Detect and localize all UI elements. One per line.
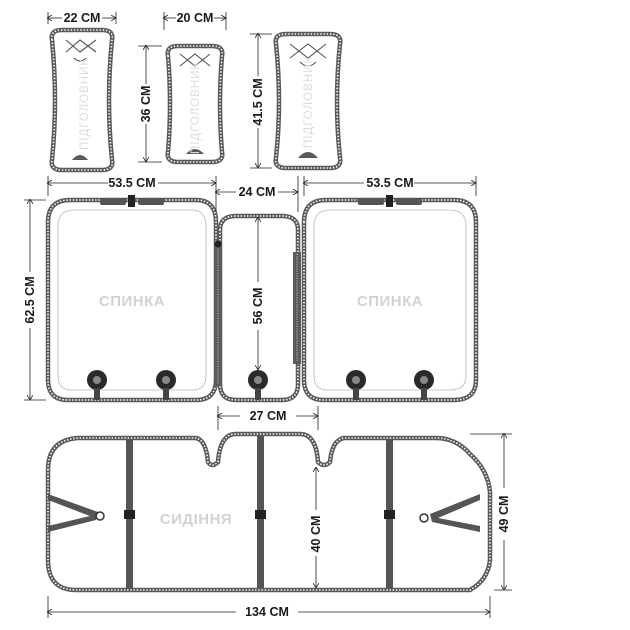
seat-hook-right — [430, 494, 480, 532]
seat-dimensions: 27 CM 134 CM 40 CM 49 CM — [48, 406, 512, 619]
headrest-dimensions: 22 CM 20 CM 36 CM 41.5 CM — [48, 11, 272, 168]
seat-height: 49 CM — [497, 496, 511, 533]
backrest-zipper-right — [293, 252, 301, 364]
backrest-zipper-left — [214, 244, 222, 386]
seat-label: СИДІННЯ — [160, 511, 232, 528]
headrest-right-label: ПІДГОЛОВНИК — [303, 56, 315, 148]
headrest-right: ПІДГОЛОВНИК — [273, 31, 343, 171]
backrest-right-mount-1 — [346, 370, 366, 400]
headrest-middle-label: ПІДГОЛОВНИК — [190, 62, 202, 154]
backrest-middle-mount — [248, 370, 268, 400]
seat-hook-left — [48, 494, 98, 532]
backrest-dimensions: 53.5 CM 24 CM 53.5 CM 62.5 CM 56 CM — [23, 176, 476, 400]
backrest-left-label: СПИНКА — [99, 293, 165, 310]
headrest-right-height: 41.5 CM — [251, 78, 265, 125]
backrest-left-panel: СПИНКА — [45, 195, 219, 403]
backrest-right-panel: СПИНКА — [301, 195, 479, 403]
backrest-right-mount-2 — [414, 370, 434, 400]
seat-inner-height: 40 CM — [309, 516, 323, 553]
headrest-middle-lace — [179, 53, 211, 67]
seat-width: 134 CM — [245, 605, 289, 619]
headrest-left: ПІДГОЛОВНИК — [49, 27, 115, 173]
headrest-left-lace — [65, 39, 97, 62]
seat-tab-width: 27 CM — [250, 409, 287, 423]
backrest-right-width: 53.5 CM — [366, 176, 413, 190]
headrest-right-lace — [289, 43, 327, 67]
headrest-middle-width: 20 CM — [177, 11, 214, 25]
backrest-left-width: 53.5 CM — [108, 176, 155, 190]
headrest-middle: ПІДГОЛОВНИК — [165, 43, 225, 165]
seat-panel: СИДІННЯ — [45, 431, 493, 593]
backrest-middle-height: 56 CM — [251, 288, 265, 325]
headrest-left-label: ПІДГОЛОВНИК — [79, 58, 91, 150]
backrest-height: 62.5 CM — [23, 276, 37, 323]
headrest-middle-height: 36 CM — [139, 86, 153, 123]
backrest-middle-panel — [214, 213, 301, 403]
backrest-right-label: СПИНКА — [357, 293, 423, 310]
backrest-middle-width: 24 CM — [239, 185, 276, 199]
backrest-left-mount-2 — [156, 370, 176, 400]
backrest-left-mount-1 — [87, 370, 107, 400]
headrest-left-width: 22 CM — [64, 11, 101, 25]
